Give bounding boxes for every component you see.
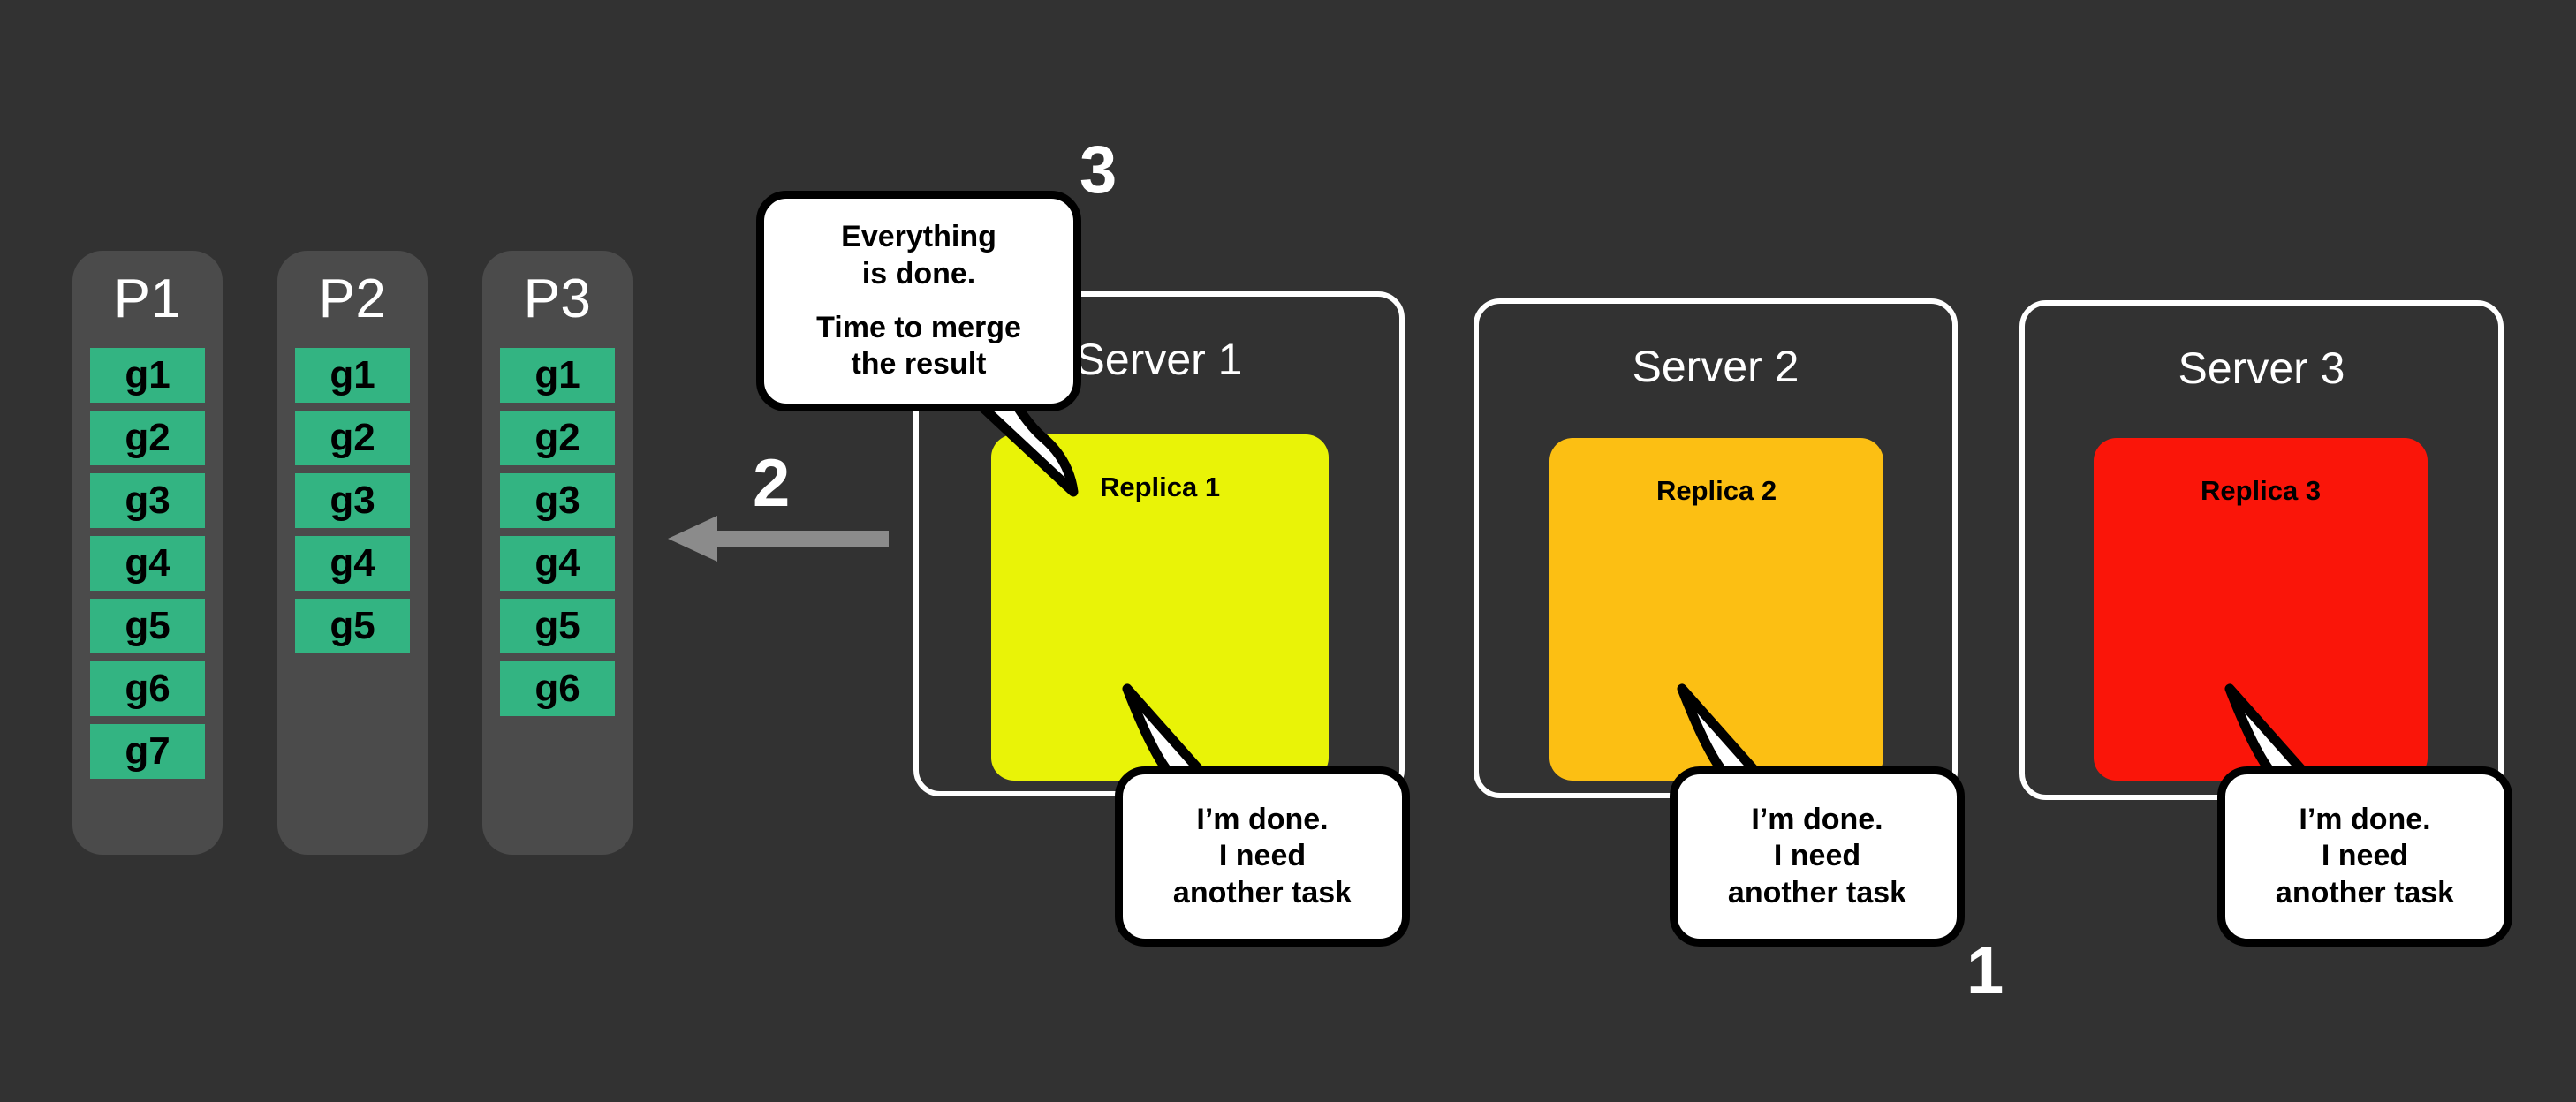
task-item: g6: [500, 661, 615, 716]
task-item: g4: [90, 536, 205, 591]
merge-bubble-line-3: Time to merge: [816, 311, 1021, 344]
partition-p2: P2 g1 g2 g3 g4 g5: [277, 251, 428, 855]
server-1-title: Server 1: [1075, 335, 1243, 384]
merge-arrow: [668, 512, 889, 565]
replica-1-label: Replica 1: [1099, 472, 1221, 502]
partition-p3-title: P3: [523, 268, 592, 329]
partition-p2-title: P2: [318, 268, 387, 329]
task-item: g2: [90, 411, 205, 465]
task-item: g1: [500, 348, 615, 403]
server-3-title: Server 3: [2178, 343, 2345, 393]
task-item: g5: [90, 599, 205, 653]
task-item: g4: [500, 536, 615, 591]
done-bubble-1-line-1: I’m done.: [1196, 802, 1329, 836]
partition-p3-items: g1 g2 g3 g4 g5 g6: [500, 348, 615, 716]
task-item: g5: [295, 599, 410, 653]
task-item: g2: [295, 411, 410, 465]
task-item: g3: [500, 473, 615, 528]
partition-p1-items: g1 g2 g3 g4 g5 g6 g7: [90, 348, 205, 779]
task-item: g4: [295, 536, 410, 591]
done-bubble-2-line-1: I’m done.: [1751, 802, 1883, 836]
task-item: g7: [90, 724, 205, 779]
done-speech-bubble-2: I’m done. I need another task: [1670, 766, 1965, 947]
step-number-3: 3: [1080, 132, 1118, 208]
task-item: g2: [500, 411, 615, 465]
done-bubble-3-line-3: another task: [2275, 875, 2455, 910]
done-speech-bubble-3: I’m done. I need another task: [2217, 766, 2512, 947]
done-bubble-3-line-1: I’m done.: [2299, 802, 2431, 836]
done-bubble-3-line-2: I need: [2321, 839, 2409, 873]
replica-2-label: Replica 2: [1655, 475, 1777, 506]
done-bubble-2-line-3: another task: [1727, 875, 1907, 910]
step-number-1: 1: [1966, 933, 2004, 1008]
task-item: g3: [295, 473, 410, 528]
partition-p2-items: g1 g2 g3 g4 g5: [295, 348, 410, 653]
merge-bubble-line-2: is done.: [861, 256, 976, 291]
done-bubble-1-line-3: another task: [1172, 875, 1352, 910]
partition-p1-title: P1: [113, 268, 182, 329]
replica-3-label: Replica 3: [2200, 475, 2322, 506]
task-item: g1: [295, 348, 410, 403]
done-bubble-2-line-2: I need: [1773, 839, 1861, 873]
done-bubble-1-line-2: I need: [1218, 839, 1307, 873]
task-item: g6: [90, 661, 205, 716]
partition-p3: P3 g1 g2 g3 g4 g5 g6: [482, 251, 633, 855]
done-speech-bubble-1: I’m done. I need another task: [1115, 766, 1410, 947]
task-item: g3: [90, 473, 205, 528]
merge-bubble-line-4: the result: [851, 347, 987, 381]
server-2-title: Server 2: [1632, 342, 1799, 391]
left-arrow-icon: [668, 516, 889, 562]
task-item: g5: [500, 599, 615, 653]
step-number-2: 2: [753, 446, 791, 521]
merge-speech-bubble: Everything is done. Time to merge the re…: [756, 191, 1081, 411]
task-item: g1: [90, 348, 205, 403]
partition-p1: P1 g1 g2 g3 g4 g5 g6 g7: [72, 251, 223, 855]
merge-bubble-line-1: Everything: [841, 220, 996, 254]
